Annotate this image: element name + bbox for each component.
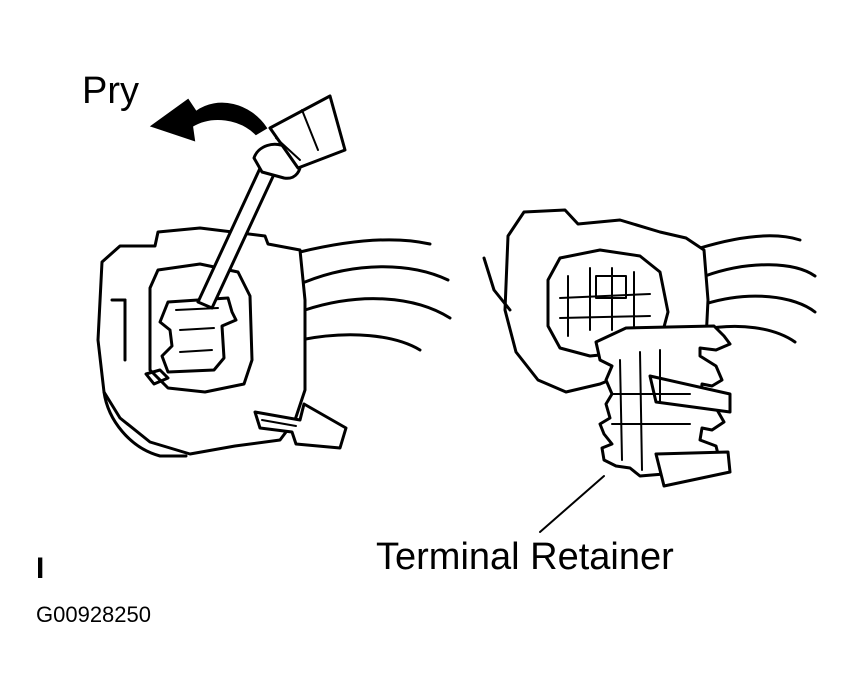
pry-label: Pry — [82, 70, 139, 112]
terminal-retainer-label: Terminal Retainer — [376, 536, 674, 578]
screwdriver — [196, 94, 347, 310]
right-wire-harness — [698, 234, 817, 344]
left-wire-harness — [298, 238, 452, 352]
left-terminal-retainer — [144, 296, 238, 386]
right-connector-terminals — [559, 267, 651, 337]
left-connector-assembly — [96, 94, 452, 458]
retainer-leader-line — [539, 475, 605, 533]
outline-arrow-right-icon — [253, 402, 348, 450]
right-connector-assembly — [482, 208, 817, 533]
curved-arrow-left-icon — [149, 98, 268, 142]
figure-id-label: G00928250 — [36, 602, 151, 627]
right-terminal-retainer — [594, 324, 732, 488]
marker-label: I — [36, 552, 45, 585]
